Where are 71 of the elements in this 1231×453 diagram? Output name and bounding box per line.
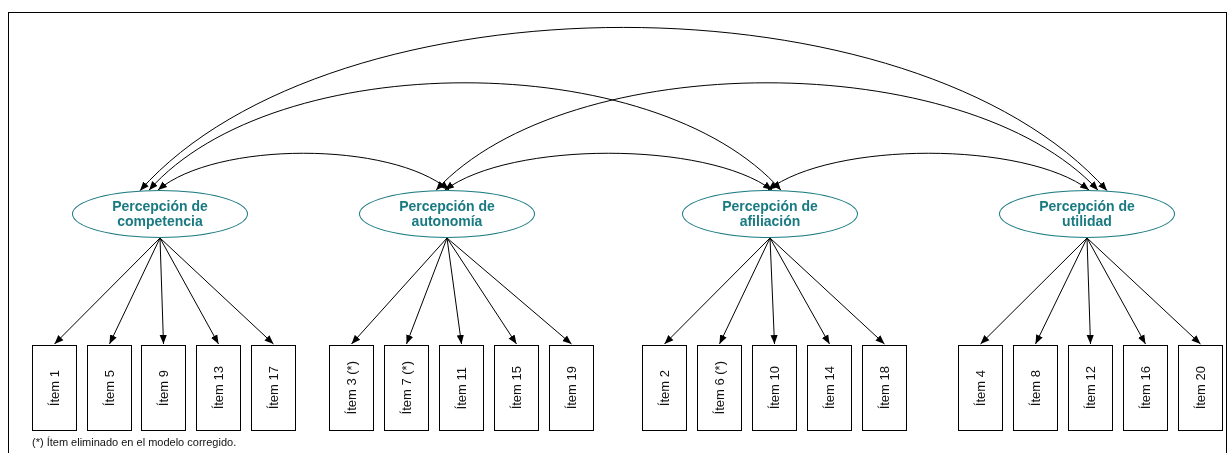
arrow xyxy=(159,237,274,345)
item-box xyxy=(752,345,797,431)
item-label: Ítem 10 xyxy=(767,366,782,410)
item-box xyxy=(1123,345,1168,431)
item-box xyxy=(958,345,1003,431)
arrow xyxy=(1086,237,1094,345)
item-label: Ítem 1 xyxy=(47,369,62,407)
item-label: Ítem 14 xyxy=(822,366,837,410)
item-label: Ítem 4 xyxy=(973,369,988,407)
item-box xyxy=(87,345,132,431)
item-box xyxy=(439,345,484,431)
factor-label: Percepción de afiliación xyxy=(721,199,819,229)
item-label: Ítem 16 xyxy=(1138,366,1153,410)
item-label: Ítem 7 (*) xyxy=(399,361,414,415)
arrow xyxy=(769,237,885,345)
item-label: Ítem 18 xyxy=(877,366,892,410)
arrow xyxy=(109,237,161,345)
arrow xyxy=(446,237,464,345)
factor-label: Percepción de utilidad xyxy=(1038,199,1136,229)
item-box xyxy=(862,345,907,431)
item-box xyxy=(1013,345,1058,431)
arrow xyxy=(769,237,830,345)
item-label: Ítem 6 (*) xyxy=(712,361,727,415)
factor-label: Percepción de autonomía xyxy=(398,199,496,229)
arrow xyxy=(719,237,771,345)
item-label: Ítem 8 xyxy=(1028,369,1043,407)
arrow xyxy=(664,237,771,345)
covariance-arrow xyxy=(157,152,450,191)
item-box xyxy=(329,345,374,431)
item-label: Ítem 17 xyxy=(266,366,281,410)
arrow xyxy=(159,237,167,345)
item-box xyxy=(1178,345,1223,431)
covariance-arrow xyxy=(444,152,773,191)
arrow xyxy=(406,237,448,345)
item-label: Ítem 2 xyxy=(657,369,672,407)
item-label: Ítem 13 xyxy=(211,366,226,410)
item-box xyxy=(384,345,429,431)
arrow xyxy=(1086,237,1201,345)
arrow xyxy=(446,237,572,345)
item-box xyxy=(807,345,852,431)
arrow xyxy=(980,237,1088,345)
item-label: Ítem 3 (*) xyxy=(344,361,359,415)
item-label: Ítem 15 xyxy=(509,366,524,410)
item-box xyxy=(196,345,241,431)
item-label: Ítem 5 xyxy=(102,369,117,407)
arrow xyxy=(446,237,517,345)
covariance-arrow xyxy=(435,82,1099,191)
item-box xyxy=(494,345,539,431)
item-label: Ítem 9 xyxy=(156,369,171,407)
footnote: (*) Ítem eliminado en el modelo corregido. xyxy=(32,436,237,448)
item-box xyxy=(697,345,742,431)
arrow xyxy=(1086,237,1146,345)
arrow xyxy=(159,237,219,345)
item-label: Ítem 12 xyxy=(1083,366,1098,410)
item-label: Ítem 20 xyxy=(1193,366,1208,410)
item-label: Ítem 19 xyxy=(564,366,579,410)
arrow xyxy=(54,237,161,345)
arrow xyxy=(351,237,448,345)
item-box xyxy=(141,345,186,431)
item-box xyxy=(32,345,77,431)
item-box xyxy=(642,345,687,431)
item-box xyxy=(251,345,296,431)
item-label: Ítem 11 xyxy=(454,366,469,410)
covariance-arrow xyxy=(767,152,1090,191)
item-box xyxy=(549,345,594,431)
arrow xyxy=(1035,237,1088,345)
factor-label: Percepción de competencia xyxy=(111,199,209,229)
covariance-arrow xyxy=(148,82,782,191)
item-box xyxy=(1068,345,1113,431)
covariance-arrow xyxy=(139,26,1108,192)
arrow xyxy=(769,237,778,345)
